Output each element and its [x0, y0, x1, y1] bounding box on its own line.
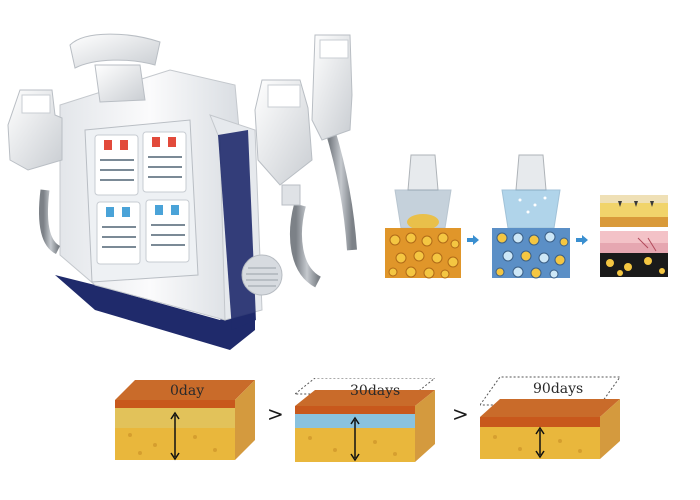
arrow-icon: [467, 235, 479, 245]
tissue-block-0day: [115, 375, 255, 465]
separator-arrow: >: [267, 402, 284, 426]
treatment-step-2: [490, 150, 572, 280]
arrow-icon: [576, 235, 588, 245]
stage-label-30days: 30days: [350, 383, 401, 399]
cryolipolysis-machine: [0, 20, 380, 360]
stage-label-0day: 0day: [170, 383, 205, 399]
treatment-step-3: [598, 193, 670, 278]
separator-arrow: >: [452, 402, 469, 426]
tissue-block-30days: [295, 378, 435, 468]
treatment-step-1: [383, 150, 463, 280]
tissue-block-90days: [480, 375, 620, 465]
stage-label-90days: 90days: [533, 381, 584, 397]
